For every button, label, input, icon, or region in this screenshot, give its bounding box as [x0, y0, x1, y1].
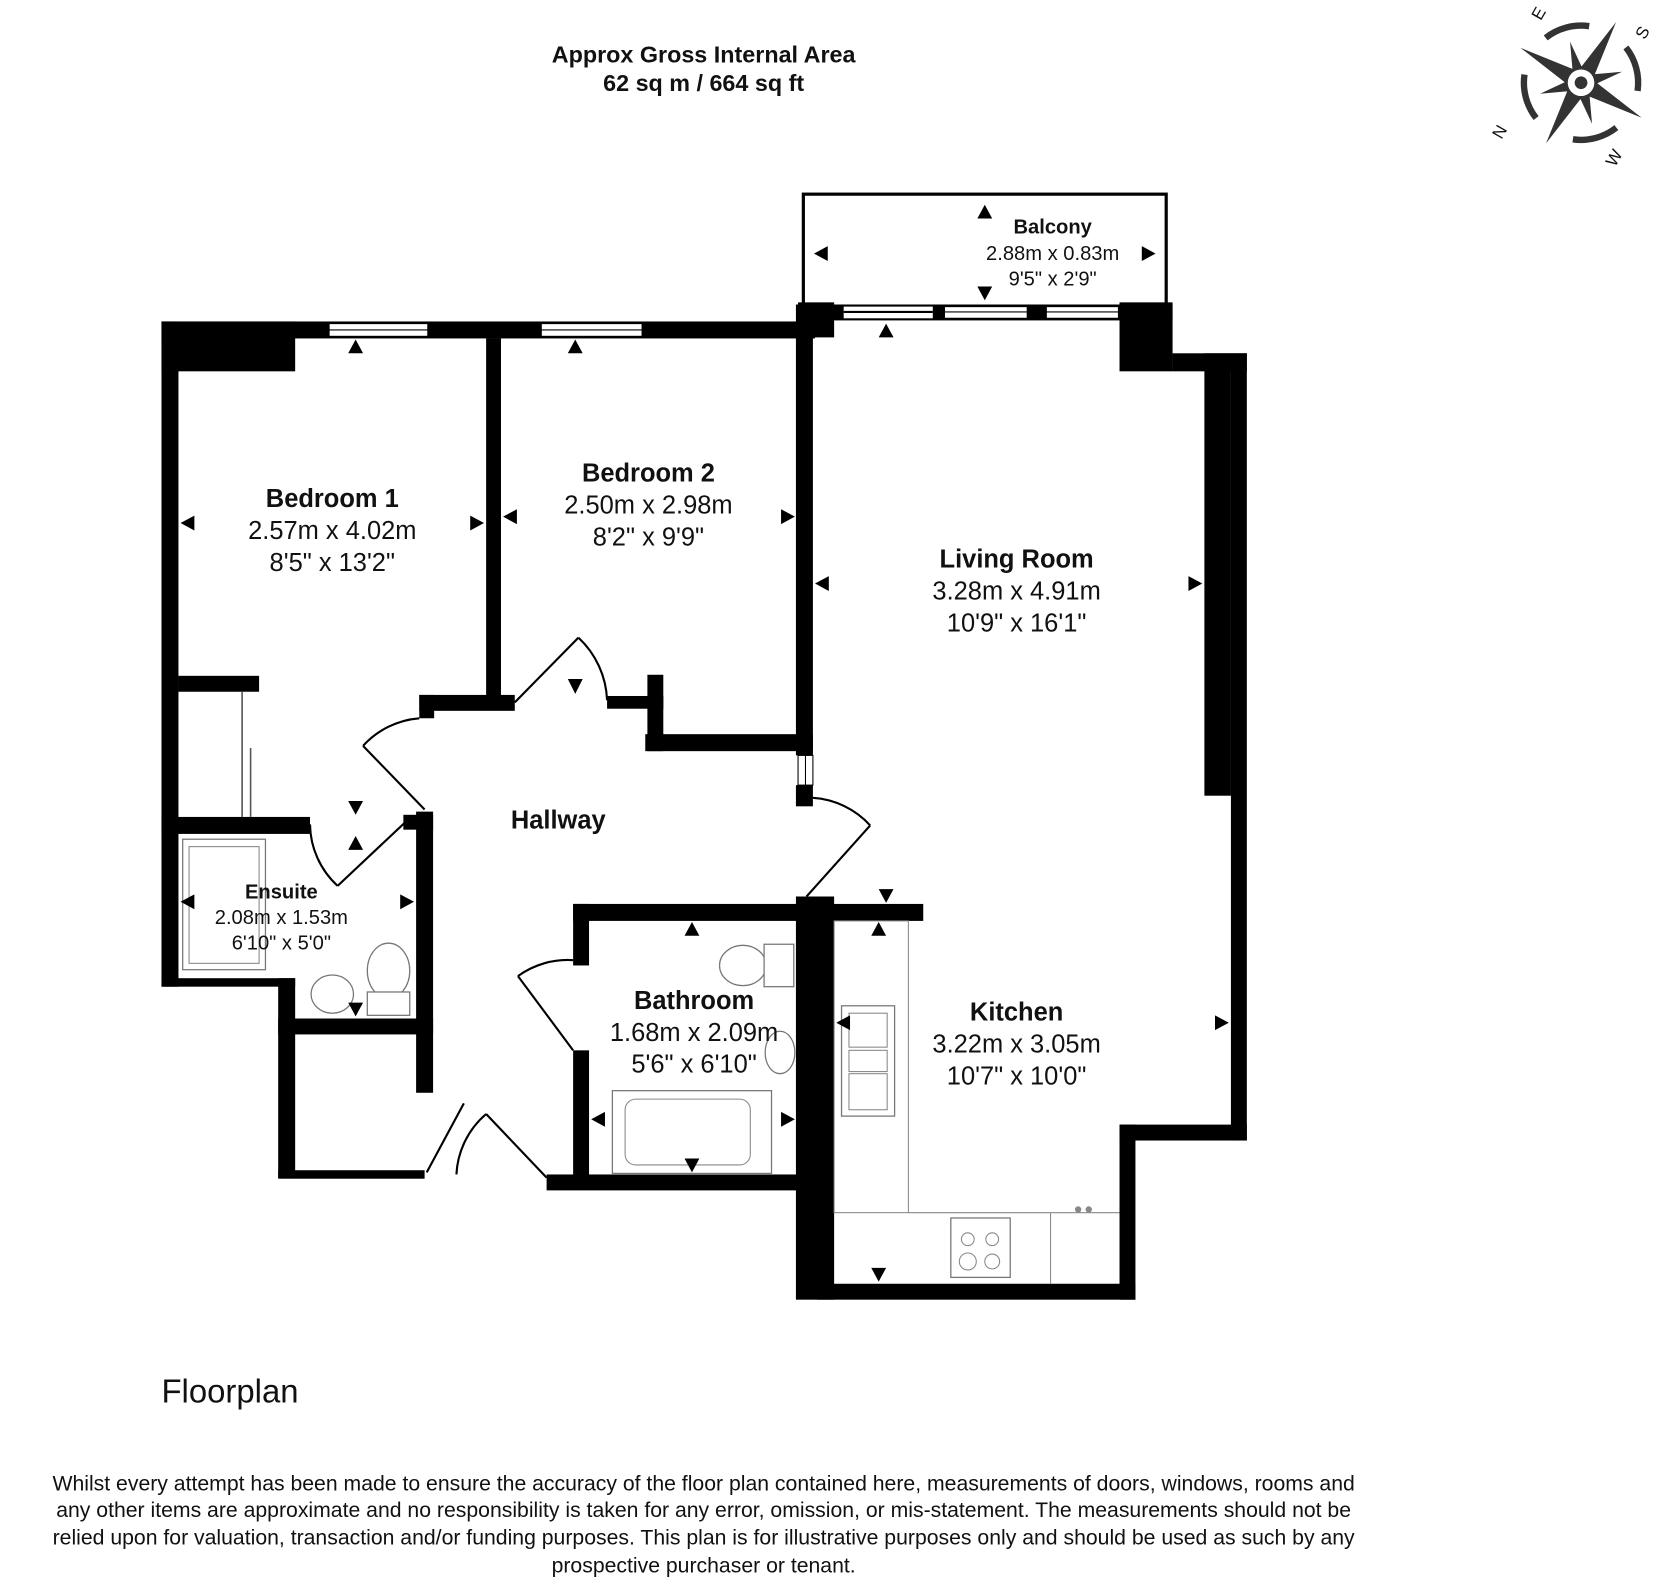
room-metric: 2.88m x 0.83m — [986, 243, 1119, 265]
room-imperial: 8'5" x 13'2" — [270, 549, 395, 577]
windows — [241, 306, 1119, 817]
kitchen-sink — [840, 1005, 896, 1117]
room-imperial: 5'6" x 6'10" — [631, 1051, 756, 1079]
room-imperial: 8'2" x 9'9" — [593, 523, 704, 551]
room-name: Living Room — [940, 546, 1094, 574]
ensuite-basin — [310, 974, 355, 1014]
room-bedroom-2: Bedroom 2 2.50m x 2.98m 8'2" x 9'9" — [564, 460, 732, 552]
room-ensuite: Ensuite 2.08m x 1.53m 6'10" x 5'0" — [215, 882, 348, 955]
disclaimer-line: any other items are approximate and no r… — [56, 1499, 1351, 1522]
kitchen-worktop — [833, 920, 909, 1214]
compass-label-s: S — [1632, 23, 1654, 42]
dimension-arrows — [180, 204, 1229, 1282]
room-name: Ensuite — [245, 882, 318, 904]
room-metric: 2.57m x 4.02m — [248, 517, 416, 545]
room-imperial: 6'10" x 5'0" — [232, 933, 331, 955]
room-imperial: 10'7" x 10'0" — [947, 1062, 1087, 1090]
disclaimer-line: Whilst every attempt has been made to en… — [52, 1473, 1354, 1496]
area-value: 62 sq m / 664 sq ft — [603, 70, 804, 96]
room-metric: 1.68m x 2.09m — [610, 1019, 778, 1047]
room-bedroom-1: Bedroom 1 2.57m x 4.02m 8'5" x 13'2" — [248, 485, 416, 577]
room-hallway: Hallway — [511, 807, 607, 835]
compass-label-e: E — [1528, 4, 1550, 23]
room-metric: 3.28m x 4.91m — [932, 577, 1100, 605]
shower-tray — [182, 838, 267, 971]
room-name: Hallway — [511, 807, 607, 835]
disclaimer-line: relied upon for valuation, transaction a… — [53, 1527, 1355, 1550]
room-name: Balcony — [1013, 216, 1092, 238]
floor-label: Floorplan — [161, 1373, 298, 1410]
disclaimer-line: prospective purchaser or tenant. — [552, 1554, 856, 1577]
doors — [308, 636, 871, 1179]
room-metric: 3.22m x 3.05m — [932, 1030, 1100, 1058]
room-imperial: 9'5" x 2'9" — [1009, 268, 1097, 290]
disclaimer: Whilst every attempt has been made to en… — [52, 1473, 1355, 1578]
room-balcony: Balcony 2.88m x 0.83m 9'5" x 2'9" — [986, 216, 1119, 290]
kitchen-hob — [950, 1217, 1011, 1279]
room-kitchen: Kitchen 3.22m x 3.05m 10'7" x 10'0" — [932, 999, 1100, 1091]
room-name: Bedroom 1 — [266, 485, 399, 513]
room-name: Bedroom 2 — [582, 460, 715, 488]
room-imperial: 10'9" x 16'1" — [947, 609, 1087, 637]
bath-basin — [764, 1030, 796, 1075]
compass-rose-icon — [1520, 22, 1642, 144]
bath-toilet — [718, 944, 767, 987]
area-title: Approx Gross Internal Area — [552, 42, 857, 68]
ensuite-toilet — [366, 942, 411, 999]
compass-label-w: W — [1602, 146, 1626, 169]
room-bathroom: Bathroom 1.68m x 2.09m 5'6" x 6'10" — [610, 987, 778, 1079]
room-living-room: Living Room 3.28m x 4.91m 10'9" x 16'1" — [932, 546, 1100, 638]
room-metric: 2.08m x 1.53m — [215, 907, 348, 929]
room-name: Kitchen — [970, 999, 1063, 1027]
room-metric: 2.50m x 2.98m — [564, 492, 732, 520]
room-name: Bathroom — [634, 987, 754, 1015]
compass-label-n: N — [1488, 122, 1511, 142]
